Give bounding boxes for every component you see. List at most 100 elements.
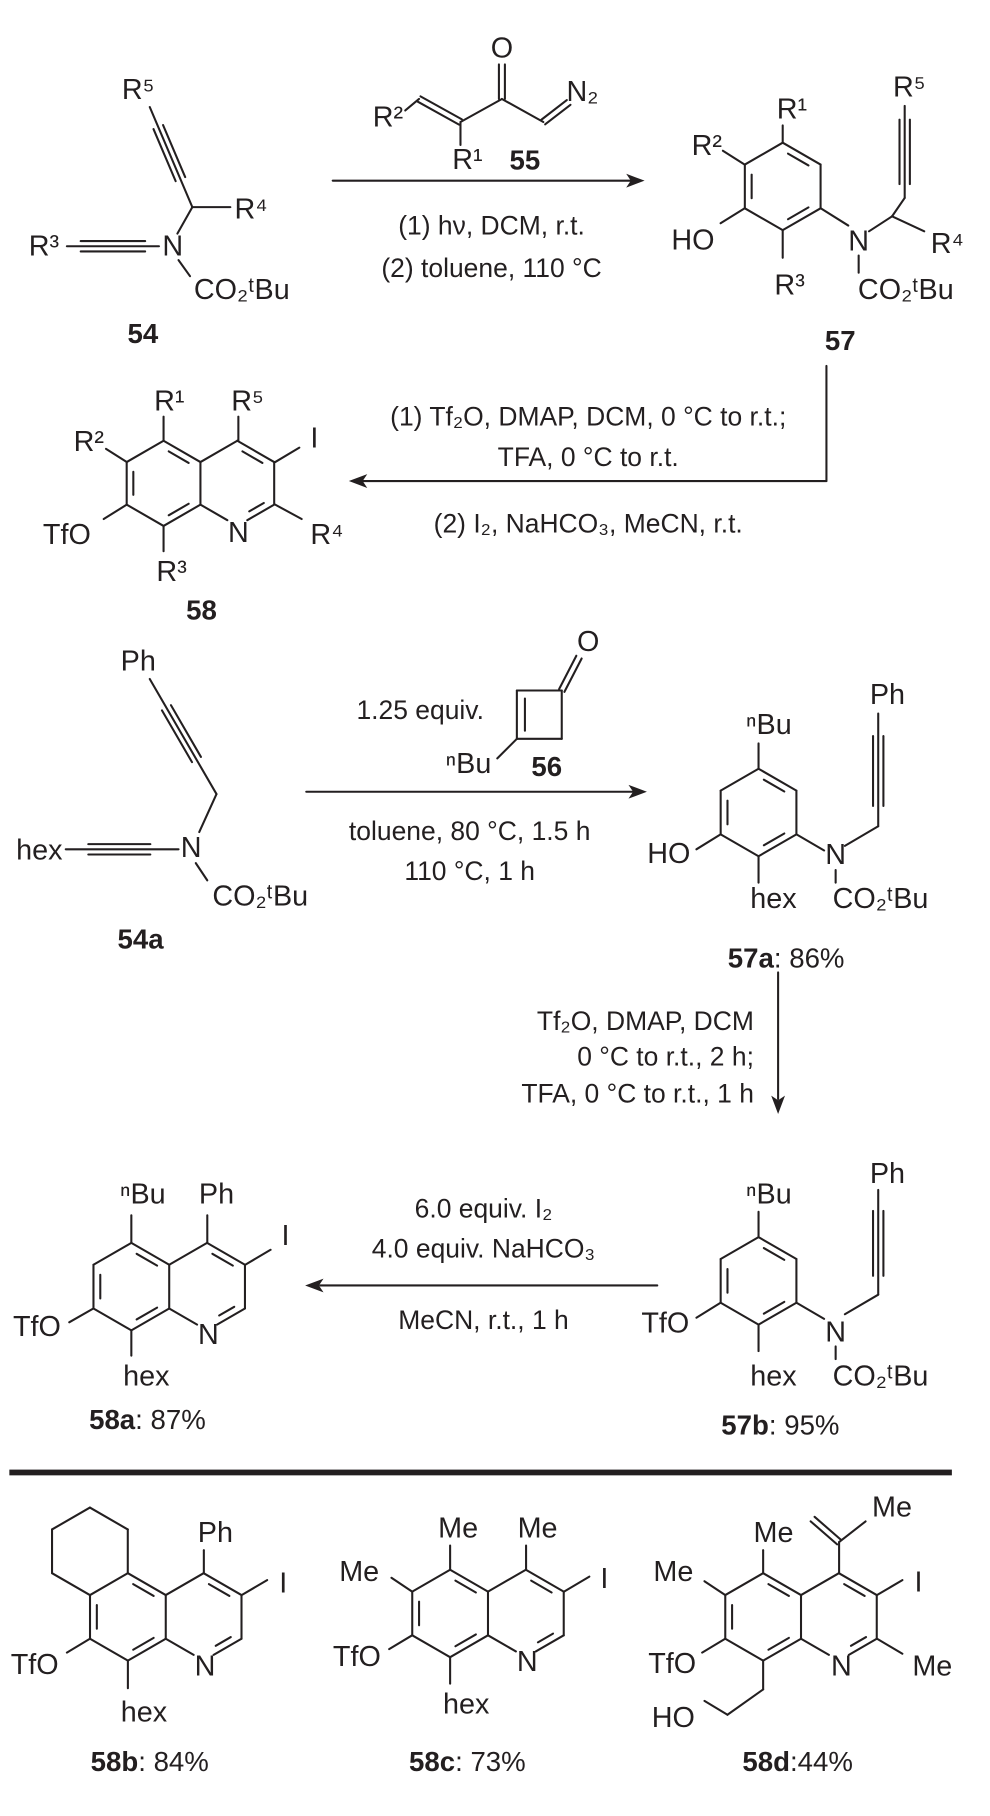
ring-double-bond <box>207 1583 231 1597</box>
atom-label: TfO <box>13 1311 61 1343</box>
atom-label: R¹ <box>452 144 482 176</box>
ring-bond <box>757 1301 798 1326</box>
atom-label: N <box>517 1646 538 1678</box>
bond <box>726 1688 765 1716</box>
atom-label: R¹ <box>154 386 184 418</box>
atom-label: HO <box>652 1702 695 1734</box>
bond <box>244 1248 272 1266</box>
compound-yield: : 73% <box>455 1745 526 1776</box>
atom-label: O <box>491 32 513 64</box>
ring-bond <box>449 1634 490 1659</box>
compound-id: 57 <box>825 325 856 356</box>
ring-bond <box>88 1637 129 1662</box>
ring-bond <box>719 833 760 858</box>
atom-label: Me <box>339 1556 379 1588</box>
compound-id: 54a <box>118 924 165 955</box>
double-bond <box>419 95 463 121</box>
arrowhead <box>628 784 647 799</box>
atom-label: N <box>848 226 869 258</box>
reagent-amount: 1.25 equiv. <box>356 695 483 725</box>
atom-label: HO <box>671 225 714 257</box>
atom-label: R⁵ <box>893 71 926 103</box>
ring-bond <box>126 1637 167 1662</box>
bond <box>719 207 746 225</box>
atom-label: ⁿBu <box>746 709 792 741</box>
ring-double-bond <box>218 1305 236 1317</box>
bond <box>198 793 218 834</box>
ring-bond <box>799 1572 840 1597</box>
condition-text: MeCN, r.t., 1 h <box>398 1305 569 1335</box>
bond <box>102 503 128 521</box>
atom-label: CO₂ᵗBu <box>833 883 929 915</box>
bond <box>843 825 880 847</box>
ring-double-bond <box>843 1583 866 1597</box>
bond <box>563 1575 591 1593</box>
condition-text: TFA, 0 °C to r.t. <box>498 442 679 472</box>
atom-label: I <box>600 1563 608 1595</box>
bond <box>104 447 128 464</box>
bond <box>274 503 303 521</box>
condition-text: (1) hν, DCM, r.t. <box>398 211 585 241</box>
compound-id: 58a <box>89 1403 136 1434</box>
ring-double-bond <box>849 1636 868 1647</box>
atom-label: R³ <box>774 269 805 301</box>
atom-label: CO₂ᵗBu <box>858 274 954 306</box>
atom-label: N <box>228 517 249 549</box>
bond <box>838 1520 867 1544</box>
ring-double-bond <box>132 1636 155 1651</box>
atom-label: Me <box>912 1650 952 1682</box>
bond <box>388 1634 414 1651</box>
atom-label: TfO <box>333 1641 381 1673</box>
ring-double-bond <box>132 1583 155 1597</box>
condition-text: Tf₂O, DMAP, DCM <box>537 1006 754 1036</box>
condition-text: 6.0 equiv. I₂ <box>415 1193 553 1223</box>
condition-text: toluene, 80 °C, 1.5 h <box>349 816 590 846</box>
triple-bond <box>160 709 194 764</box>
ring-double-bond <box>786 152 810 167</box>
atom-label: R⁵ <box>122 74 155 106</box>
ring-double-bond <box>135 1306 159 1321</box>
ring-bond <box>534 1634 565 1653</box>
bond <box>404 97 421 112</box>
example-step3-conditions: 6.0 equiv. I₂ 4.0 equiv. NaHCO₃ MeCN, r.… <box>372 1193 595 1335</box>
condition-text: TFA, 0 °C to r.t., 1 h <box>521 1078 754 1108</box>
bond <box>68 1307 95 1324</box>
ring-double-bond <box>762 1247 786 1261</box>
atom-label: hex <box>750 1360 797 1392</box>
ring-bond <box>762 1572 803 1597</box>
example-step1-conditions: toluene, 80 °C, 1.5 h 110 °C, 1 h <box>349 816 590 886</box>
bond <box>240 1579 269 1597</box>
arrowhead <box>305 1278 324 1293</box>
arrowhead <box>771 1095 786 1114</box>
double-bond <box>416 100 461 126</box>
condition-text: (1) Tf₂O, DMAP, DCM, 0 °C to r.t.; <box>390 402 786 432</box>
bond <box>701 1637 727 1654</box>
bond <box>795 1301 826 1320</box>
atom-label: ⁿBu <box>446 748 492 780</box>
atom-label: hex <box>123 1360 170 1392</box>
atom-label: N <box>181 832 202 864</box>
compound-label: 58b: 84% <box>91 1745 209 1776</box>
atom-label: TfO <box>43 519 91 551</box>
compound-54a: Ph hex N CO₂ᵗBu 54a <box>16 646 308 955</box>
ring-bond <box>92 1241 133 1266</box>
atom-label: R⁴ <box>234 193 267 225</box>
bond <box>876 1637 904 1655</box>
arrowhead <box>626 173 645 188</box>
ring-bond <box>125 439 165 464</box>
triple-bond <box>148 677 218 796</box>
compound-57b: Ph ⁿBu TfO N hex CO₂ᵗBu 57b: 95% <box>641 1158 928 1440</box>
atom-label: ⁿBu <box>746 1179 792 1211</box>
atom-label: hex <box>750 883 797 915</box>
ring-double-bond <box>454 1633 477 1648</box>
atom-label: R² <box>373 101 404 133</box>
ring-bond <box>162 439 202 464</box>
atom-label: N <box>198 1319 219 1351</box>
ring-bond <box>524 1568 565 1593</box>
compound-57: R⁵ R¹ R² HO N R⁴ R³ CO₂ᵗBu 57 <box>671 71 963 356</box>
bond <box>703 1699 729 1716</box>
atom-label: ⁿBu <box>120 1179 166 1211</box>
double-bond <box>813 1515 843 1541</box>
ring-double-bond <box>536 1632 555 1644</box>
